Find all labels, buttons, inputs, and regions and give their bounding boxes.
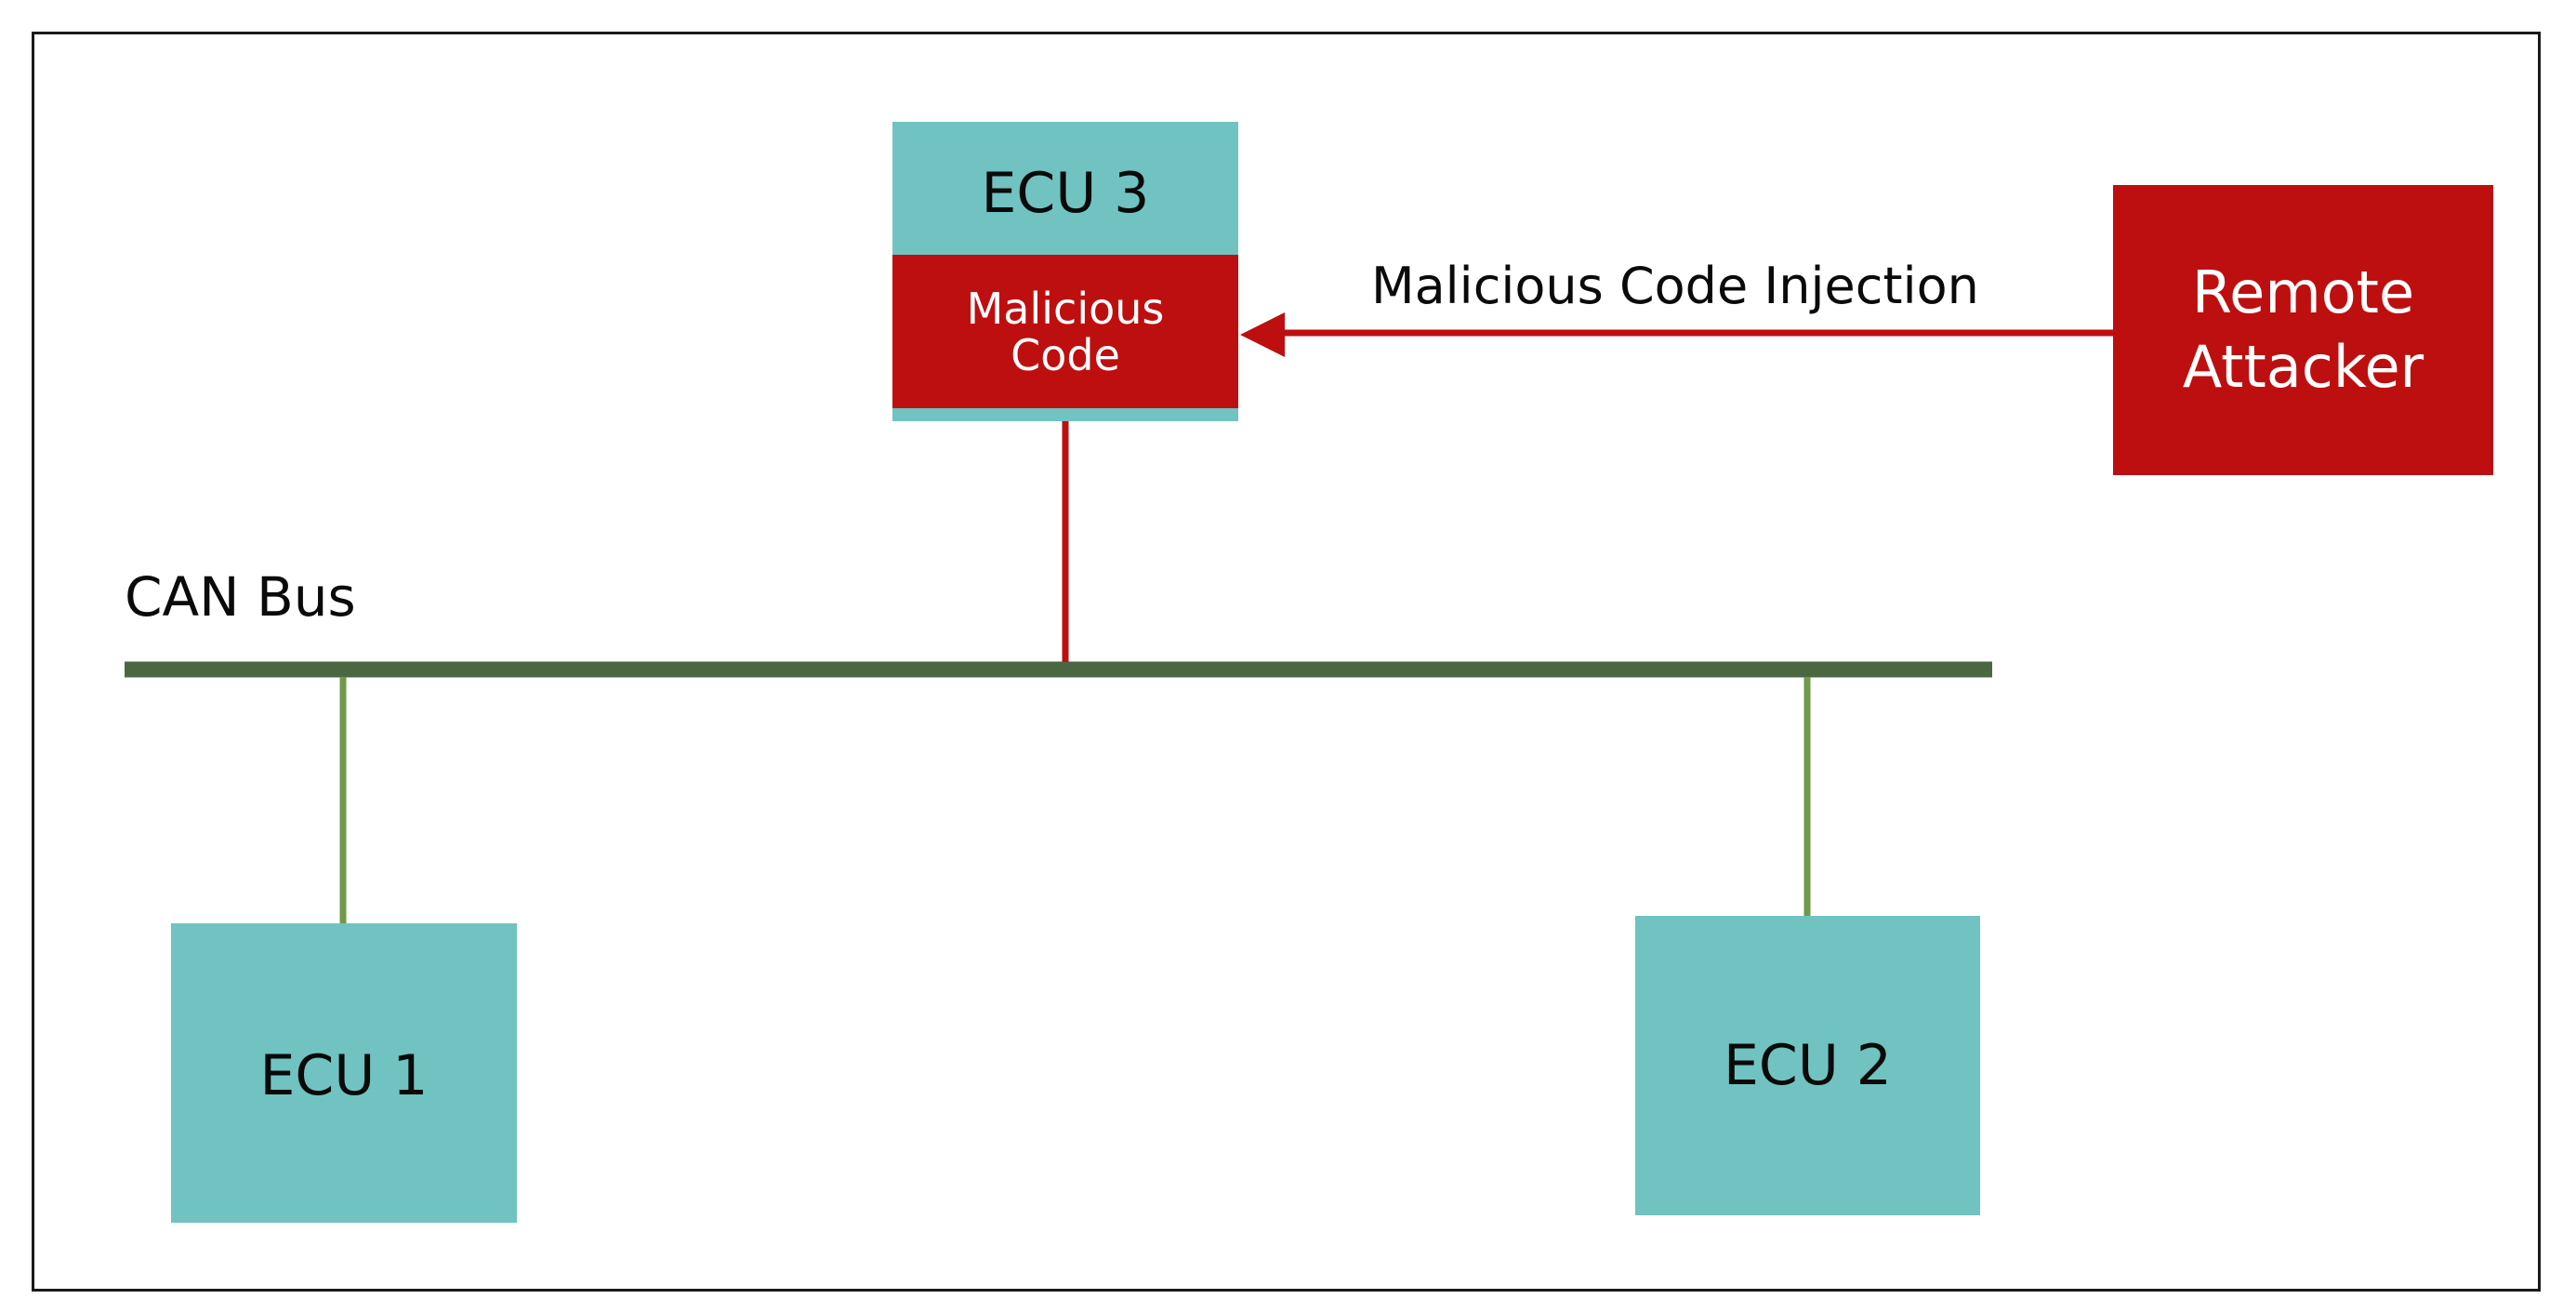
injection-arrow-label: Malicious Code Injection [1371,257,1979,315]
malicious-code-line2: Code [1011,329,1120,380]
ecu1-label: ECU 1 [259,1043,429,1108]
ecu3-box: ECU 3 Malicious Code [892,122,1238,421]
remote-attacker-line2: Attacker [2182,333,2424,401]
ecu3-label: ECU 3 [981,160,1150,226]
diagram-frame [32,32,2541,1292]
can-bus-label: CAN Bus [125,565,356,629]
remote-attacker-box: Remote Attacker [2113,185,2493,475]
ecu2-label: ECU 2 [1724,1033,1892,1098]
ecu1-box: ECU 1 [171,923,517,1223]
remote-attacker-line1: Remote [2191,258,2415,326]
ecu2-box: ECU 2 [1635,916,1980,1215]
injection-arrowhead [1240,312,1285,357]
malicious-code-line1: Malicious [966,283,1165,334]
malicious-code-block: Malicious Code [892,255,1238,408]
